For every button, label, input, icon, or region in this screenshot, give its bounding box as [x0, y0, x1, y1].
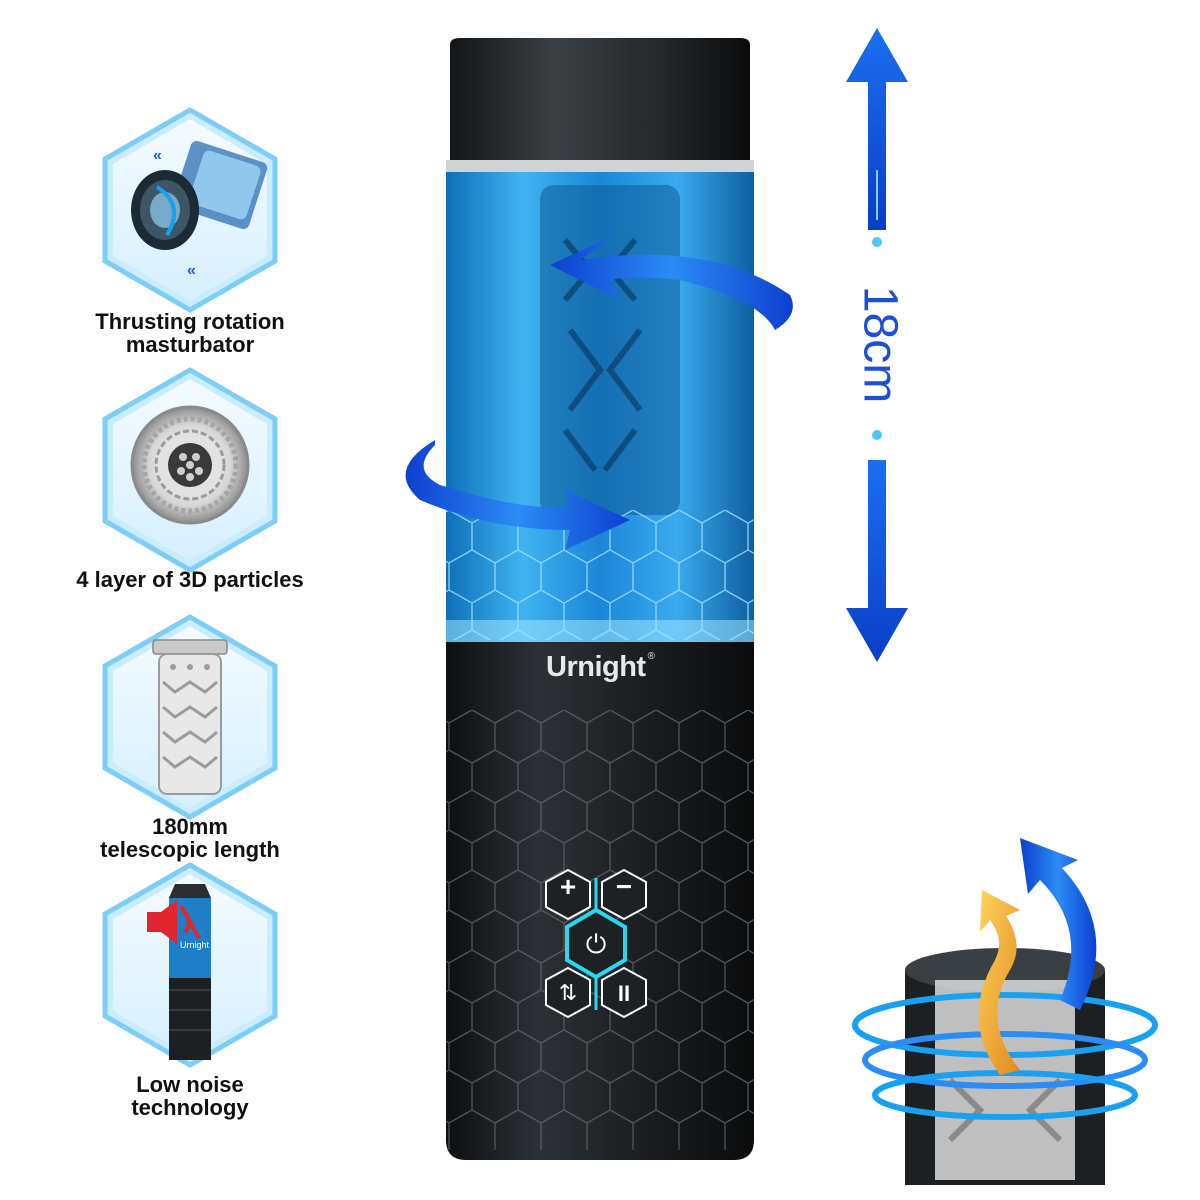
hex-frame — [95, 612, 285, 822]
svg-text:«: « — [153, 147, 162, 164]
cap-ring — [446, 160, 754, 172]
rotation-arrow-icon — [550, 235, 793, 330]
dimension-label: 18cm — [853, 285, 907, 404]
double-arrow-icon — [846, 28, 908, 662]
pause-button[interactable]: II — [617, 981, 631, 1006]
particle-layers-icon — [130, 405, 250, 525]
sleeve-length-icon — [152, 639, 228, 795]
hex-frame: « « — [95, 105, 285, 315]
plus-button[interactable]: + — [559, 871, 577, 902]
feature-label: 180mm telescopic length — [100, 814, 280, 862]
mini-product-icon: Urnight — [169, 884, 211, 1060]
brand-logo: Urnight® — [546, 651, 655, 683]
hex-frame: Urnight — [95, 860, 285, 1070]
feature-label: Thrusting rotation masturbator — [95, 309, 285, 357]
product-cap — [450, 38, 750, 160]
spin-ring-icon — [862, 1031, 1148, 1089]
main-product-image — [380, 30, 820, 1195]
mode-button[interactable]: ⇅ — [558, 980, 578, 1005]
mute-speaker-icon — [147, 900, 201, 944]
minus-button[interactable]: − — [615, 871, 633, 902]
feature-label: 4 layer of 3D particles — [76, 567, 304, 592]
svg-text:«: « — [187, 262, 196, 279]
orange-arrow-icon — [978, 890, 1020, 1075]
svg-text:Urnight: Urnight — [180, 940, 210, 950]
control-panel — [545, 868, 647, 1019]
power-button[interactable]: ⏻ — [585, 929, 607, 959]
thrusting-rotation-icon: « « — [131, 140, 268, 279]
feature-label: Low noise technology — [131, 1072, 249, 1120]
upward-arrow-icon — [1020, 838, 1097, 1010]
hex-frame — [95, 365, 285, 575]
rotation-detail-image — [820, 820, 1190, 1195]
dimension-indicator — [830, 20, 930, 675]
rotation-arrow-icon — [405, 440, 630, 550]
